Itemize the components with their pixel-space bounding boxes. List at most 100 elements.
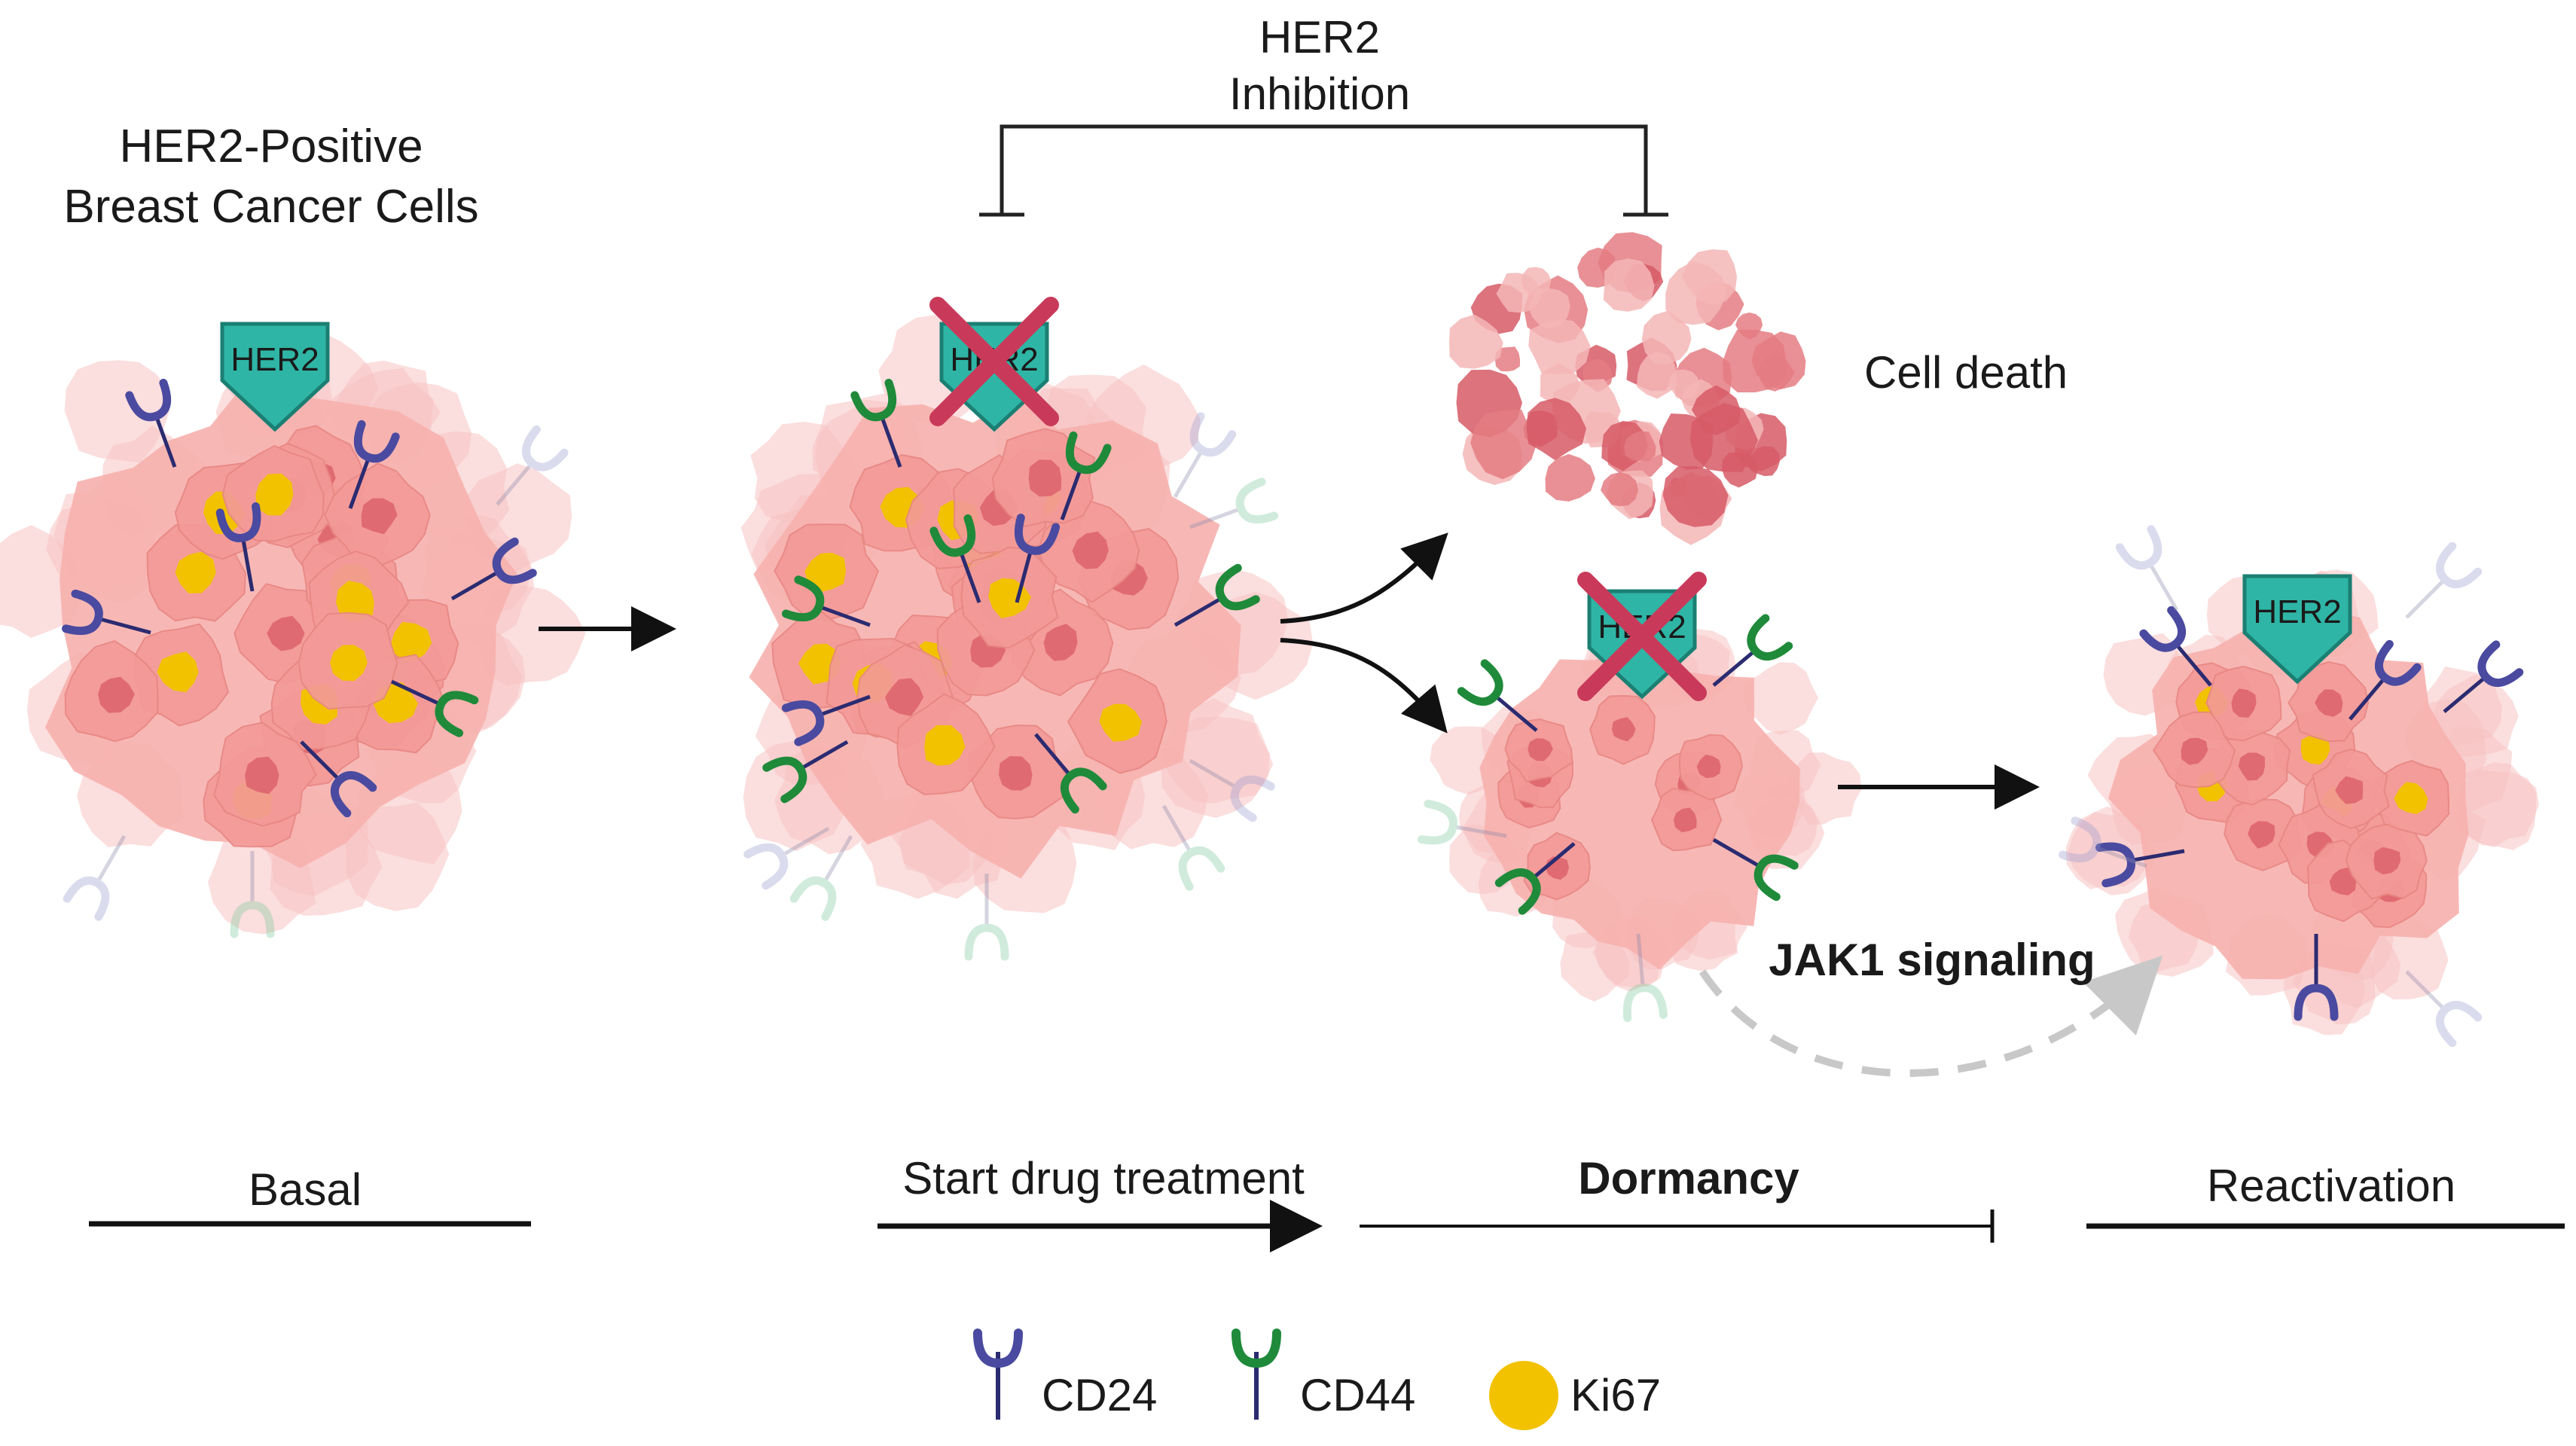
cd44-receptor-icon xyxy=(1060,431,1112,520)
nucleus xyxy=(2181,737,2208,765)
cd24-receptor-icon xyxy=(781,694,871,746)
nucleus xyxy=(2373,847,2401,875)
cd24-receptor-icon xyxy=(450,537,537,601)
cd44-receptor-icon xyxy=(1418,799,1507,845)
cd24-receptor-icon xyxy=(348,419,400,509)
cd44-receptor-icon xyxy=(390,679,479,737)
cd44-receptor-icon xyxy=(789,834,853,921)
her2-badge-label-reactivated: HER2 xyxy=(2253,593,2341,630)
dead-cell-cluster xyxy=(1449,232,1806,545)
reactivated-cell-cluster xyxy=(2058,525,2539,1048)
her2-badge-label: HER2 xyxy=(230,341,319,378)
dead-cell-fragment xyxy=(1601,472,1638,507)
nucleus xyxy=(361,498,398,535)
nucleus xyxy=(1043,624,1078,661)
cd44-receptor-icon xyxy=(781,575,871,627)
ki67-legend-icon xyxy=(1489,1361,1558,1430)
cd24-receptor-icon xyxy=(2115,525,2179,612)
cd44-receptor-icon xyxy=(1189,477,1279,529)
cd44-receptor-icon xyxy=(850,378,902,468)
halo-cell xyxy=(0,525,81,638)
nucleus xyxy=(2335,776,2364,804)
her2-receptor-basal: HER2 xyxy=(220,322,330,432)
legend-cd24-label: CD24 xyxy=(1042,1370,1157,1420)
dead-cell-fragment xyxy=(1624,431,1656,462)
nucleus xyxy=(1072,531,1109,569)
cd44-receptor-icon xyxy=(762,740,849,804)
cell-death-label: Cell death xyxy=(1864,347,2068,398)
nucleus xyxy=(1028,459,1062,497)
inhibition-label-1: HER2 xyxy=(1259,12,1380,63)
cd24-receptor-icon xyxy=(2405,541,2483,619)
blocked-cross-icon xyxy=(929,297,1059,426)
dead-cell-fragment xyxy=(1496,273,1542,313)
legend: CD24 CD44 Ki67 xyxy=(973,1329,1661,1430)
ki67-nucleus xyxy=(157,651,199,693)
legend-cd44-label: CD44 xyxy=(1300,1370,1415,1420)
dead-cell-fragment xyxy=(1659,413,1714,470)
dead-cell-fragment xyxy=(1540,363,1580,406)
cd24-receptor-icon xyxy=(496,425,569,506)
nucleus xyxy=(884,678,924,716)
nucleus xyxy=(1696,754,1721,779)
stage-label-basal: Basal xyxy=(249,1164,362,1215)
cd44-receptor-icon xyxy=(1161,804,1225,891)
dead-cell-fragment xyxy=(1662,466,1729,527)
cd24-receptor-icon xyxy=(1014,514,1061,603)
title-line-1: HER2-Positive xyxy=(119,120,423,172)
cd44-receptor-icon xyxy=(1457,659,1538,732)
cd24-receptor-icon xyxy=(2294,934,2339,1021)
cd24-receptor-icon xyxy=(2443,640,2524,713)
dead-cell-fragment xyxy=(1449,314,1503,369)
her2-receptor-dormant: HER2 xyxy=(1577,572,1707,701)
title-line-2: Breast Cancer Cells xyxy=(63,181,478,233)
arrow-to-cell-death xyxy=(1280,532,1448,624)
cd24-receptor-icon xyxy=(125,378,177,468)
ki67-nucleus xyxy=(2394,782,2428,815)
nucleus xyxy=(267,615,305,651)
ki67-nucleus xyxy=(804,552,847,593)
cd24-receptor-icon xyxy=(2405,970,2483,1048)
nucleus xyxy=(1611,717,1636,742)
cd24-receptor-icon xyxy=(2139,606,2212,687)
ki67-nucleus xyxy=(255,473,294,516)
ki67-nucleus xyxy=(335,581,374,622)
cd44-receptor-icon xyxy=(1712,837,1799,901)
ki67-nucleus xyxy=(175,551,216,593)
cd24-receptor-icon xyxy=(2349,639,2422,721)
nucleus xyxy=(1528,738,1553,761)
cd24-receptor-icon xyxy=(215,502,261,592)
inhibition-bracket xyxy=(979,124,1668,217)
cd24-legend-icon xyxy=(973,1329,1023,1420)
cd24-receptor-icon xyxy=(62,589,151,636)
cd24-receptor-icon xyxy=(743,826,830,890)
cd44-receptor-icon xyxy=(1174,563,1260,627)
blocked-cross-icon-2 xyxy=(1577,572,1707,701)
dead-cell-fragment xyxy=(1641,310,1692,365)
jak1-signaling-label: JAK1 signaling xyxy=(1769,935,2095,985)
dead-cell-fragment xyxy=(1545,453,1595,502)
dead-cell-fragment xyxy=(1528,319,1591,374)
inhibition-label-2: Inhibition xyxy=(1229,69,1410,119)
legend-ki67-label: Ki67 xyxy=(1570,1370,1661,1420)
arrow-to-dormancy xyxy=(1280,638,1448,734)
stage-label-dormancy: Dormancy xyxy=(1578,1153,1799,1203)
basal-cell-cluster xyxy=(0,326,586,938)
halo-cell xyxy=(1742,662,1818,735)
cd24-receptor-icon xyxy=(2095,842,2185,888)
cd24-receptor-icon xyxy=(2058,816,2147,868)
ki67-nucleus xyxy=(330,645,368,682)
dead-cell-fragment xyxy=(1470,410,1537,480)
dead-cell-fragment xyxy=(1667,369,1700,399)
jak1-dashed-arrow xyxy=(1699,955,2163,1077)
treated-cell-cluster xyxy=(740,314,1314,961)
stage-label-start: Start drug treatment xyxy=(902,1153,1305,1203)
her2-receptor-treated: HER2 xyxy=(929,297,1059,432)
nucleus xyxy=(98,676,135,713)
dead-cell-fragment xyxy=(1603,258,1655,312)
halo-cell xyxy=(1788,752,1862,825)
ki67-nucleus xyxy=(391,621,432,661)
nucleus xyxy=(2329,867,2357,895)
dead-cell-fragment xyxy=(1526,398,1586,461)
